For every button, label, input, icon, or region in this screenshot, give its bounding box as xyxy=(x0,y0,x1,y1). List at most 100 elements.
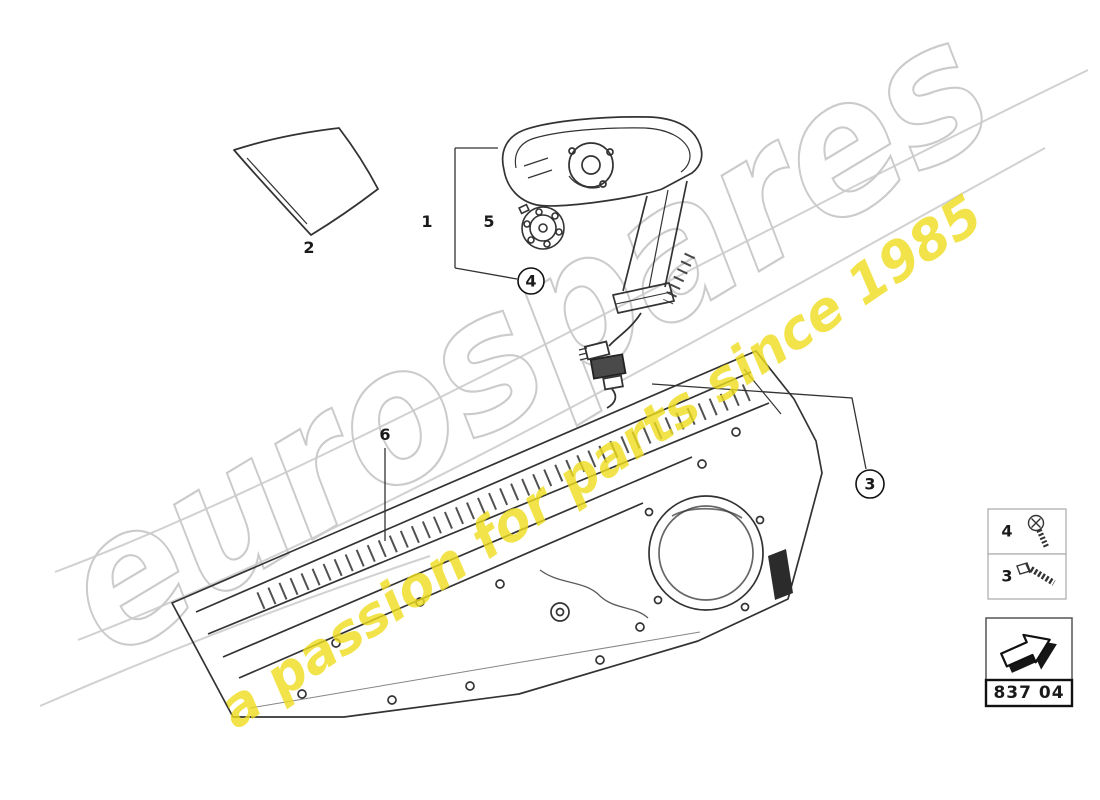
callout-4-label: 4 xyxy=(525,272,536,291)
callout-4[interactable]: 4 xyxy=(517,267,545,295)
motor-screw-hole xyxy=(599,180,607,188)
screw-shaft xyxy=(1036,528,1050,550)
leader-bracket-to-4 xyxy=(454,267,518,280)
mirror-motor-gear-drawing xyxy=(518,203,565,250)
legend-bolt-label: 3 xyxy=(1001,567,1012,586)
door-hole xyxy=(331,638,341,648)
door-frame-line-1 xyxy=(195,371,752,613)
door-frame-line-4 xyxy=(238,502,644,679)
mirror-arm-inner-line xyxy=(648,189,669,289)
housing-inner-rim xyxy=(514,127,691,173)
bolt-shaft xyxy=(1029,566,1056,586)
speaker-opening-outer xyxy=(648,495,764,611)
door-hole xyxy=(495,579,505,589)
gear-rim-lug xyxy=(555,228,563,236)
callout-5[interactable]: 5 xyxy=(483,212,494,231)
gear-rim-lug xyxy=(543,240,551,248)
part-number-box[interactable]: 837 04 xyxy=(984,617,1074,708)
bolt-washer xyxy=(1025,563,1031,574)
legend-screw-label: 4 xyxy=(1001,522,1012,541)
gear-rim-lug xyxy=(551,212,559,220)
callout-1[interactable]: 1 xyxy=(421,212,432,231)
door-hole xyxy=(297,689,307,699)
callout-3-circle[interactable] xyxy=(855,469,885,499)
legend-row-bolt-box[interactable] xyxy=(987,553,1067,600)
fastener-legend: 4 3 xyxy=(987,508,1067,600)
door-hole xyxy=(697,459,707,469)
callout-6[interactable]: 6 xyxy=(379,425,390,444)
door-frame-line-2 xyxy=(207,402,770,635)
connector-body-block xyxy=(589,353,627,380)
speaker-detail-arc xyxy=(671,507,743,519)
direction-arrow-icon xyxy=(1000,633,1057,673)
callout-4-circle[interactable] xyxy=(517,267,545,295)
motor-plate-circle xyxy=(568,142,614,188)
gear-rim-lug xyxy=(535,208,543,216)
speaker-bolt-hole xyxy=(740,602,750,612)
motor-screw-hole xyxy=(568,147,576,155)
arm-hatching xyxy=(663,252,695,305)
swoosh-curve-bottom xyxy=(39,555,431,707)
screw-icon xyxy=(1027,514,1050,550)
motor-screw-hole xyxy=(606,148,614,156)
leader-line-3 xyxy=(651,383,867,470)
legend-row-screw-box[interactable] xyxy=(987,508,1067,555)
gear-mid-circle xyxy=(529,214,557,242)
motor-hub-circle xyxy=(581,155,601,175)
mirror-glass-outline xyxy=(233,127,379,236)
callout-3-label: 3 xyxy=(864,475,875,494)
wiring-cable-lower xyxy=(606,388,617,409)
door-bottom-inner-line xyxy=(249,631,701,709)
part-code-text: 837 04 xyxy=(993,683,1064,703)
swoosh-curves xyxy=(39,69,1089,707)
swoosh-curve-mid xyxy=(77,147,1046,641)
screw-cross xyxy=(1031,518,1041,528)
door-hole xyxy=(415,597,425,607)
door-slot xyxy=(768,549,793,600)
mirror-arm-right-edge xyxy=(664,180,688,288)
swoosh-curve-top xyxy=(54,69,1089,573)
wiring-cable-upper xyxy=(608,312,642,347)
speaker-bolt-hole xyxy=(755,515,765,525)
watermark-brand-text: eurospares xyxy=(23,0,1026,698)
arrow-top-face xyxy=(1000,633,1051,668)
door-outline xyxy=(171,350,823,718)
gear-rim-lug xyxy=(523,220,531,228)
mirror-housing-drawing xyxy=(501,116,703,314)
door-latch-inner xyxy=(555,607,565,617)
door-hole xyxy=(731,427,741,437)
door-latch-outer xyxy=(550,602,570,622)
gear-tab xyxy=(518,203,530,215)
legend-row-bolt[interactable]: 3 xyxy=(987,553,1067,600)
connector-pins xyxy=(578,347,589,361)
door-hole xyxy=(465,681,475,691)
mirror-glass-drawing xyxy=(233,127,379,236)
door-hole xyxy=(635,622,645,632)
speaker-bolt-hole xyxy=(653,595,663,605)
door-panel-drawing xyxy=(171,350,823,718)
housing-interior-lines xyxy=(523,157,601,189)
mirror-foot-outline xyxy=(612,282,675,314)
door-hole xyxy=(595,655,605,665)
callout-3[interactable]: 3 xyxy=(855,469,885,499)
mirror-arm-left-edge xyxy=(622,195,648,292)
gear-rim-lug xyxy=(527,236,535,244)
legend-row-screw[interactable]: 4 xyxy=(987,508,1067,555)
bolt-icon xyxy=(1016,562,1056,586)
gear-center-circle xyxy=(538,223,548,233)
callout-2[interactable]: 2 xyxy=(303,238,314,257)
mirror-glass-edge-line xyxy=(246,157,308,225)
part-code-frame xyxy=(984,678,1074,708)
door-cable-squiggle xyxy=(539,569,649,619)
wiring-harness-drawing xyxy=(578,312,642,409)
callout-leader-lines xyxy=(384,147,867,541)
door-frame-line-3 xyxy=(222,456,693,658)
screw-head xyxy=(1027,514,1045,532)
mirror-foot-inner-line xyxy=(615,291,672,305)
gear-outer-circle xyxy=(521,206,565,250)
door-hole xyxy=(387,695,397,705)
speaker-bolt-hole xyxy=(644,507,654,517)
housing-outline xyxy=(501,116,703,207)
